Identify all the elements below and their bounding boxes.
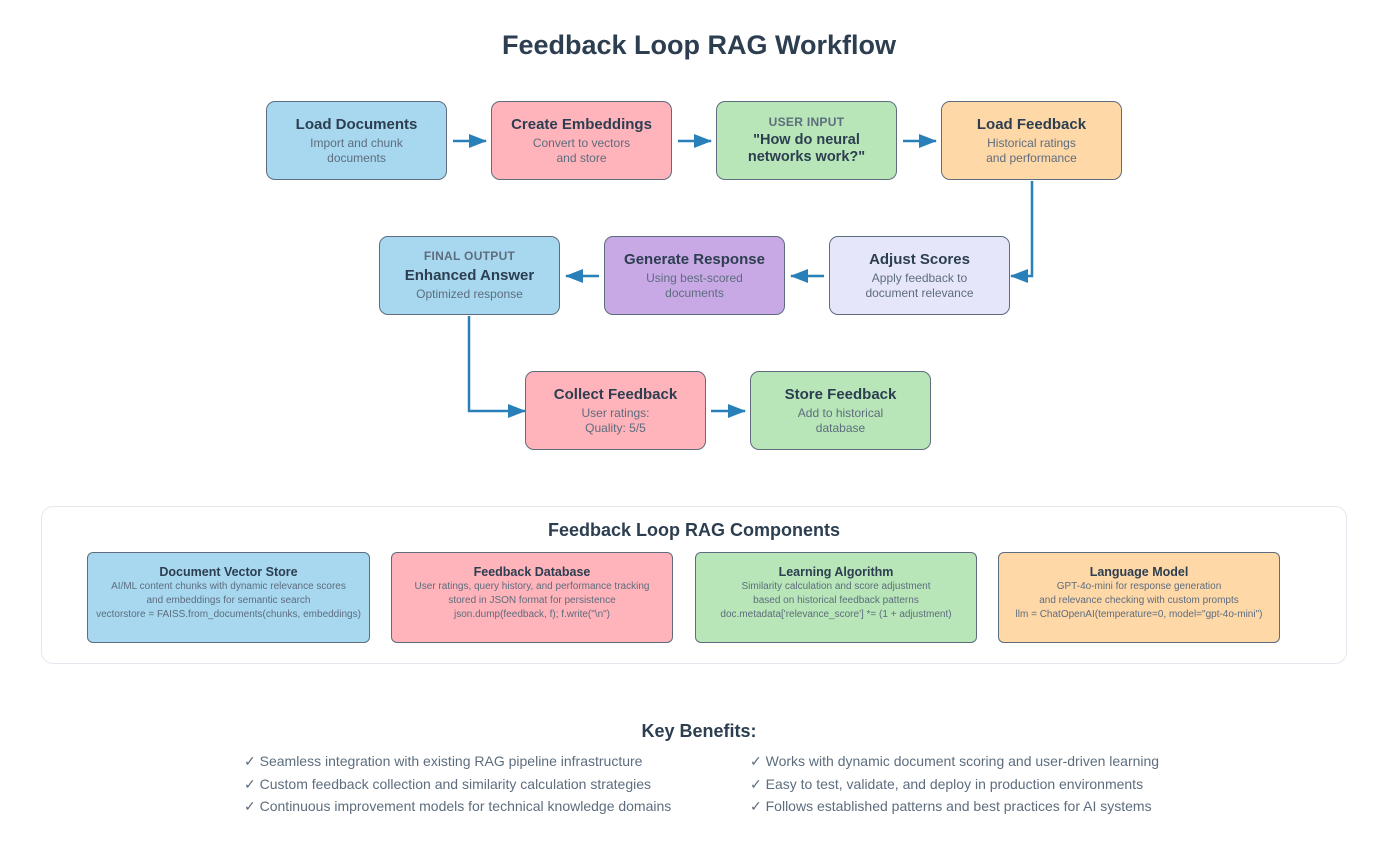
component-code: llm = ChatOpenAI(temperature=0, model="g… [1015, 609, 1263, 620]
node-title: Load Feedback [976, 116, 1087, 133]
node-kicker: USER INPUT [768, 115, 845, 129]
node-final-output: FINAL OUTPUT Enhanced Answer Optimized r… [379, 236, 560, 315]
benefits-title: Key Benefits: [641, 721, 757, 741]
page-title: Feedback Loop RAG Workflow [501, 30, 897, 60]
node-title: Create Embeddings [511, 116, 652, 133]
component-document-vector-store: Document Vector Store AI/ML content chun… [87, 552, 370, 643]
component-feedback-database: Feedback Database User ratings, query hi… [391, 552, 673, 643]
component-line: and embeddings for semantic search [146, 595, 311, 606]
component-line: based on historical feedback patterns [753, 595, 919, 606]
component-line: Similarity calculation and score adjustm… [741, 581, 931, 592]
node-title: Store Feedback [784, 386, 897, 403]
node-desc: Optimized response [416, 287, 523, 301]
benefits-right-column: ✓ Works with dynamic document scoring an… [750, 750, 1159, 818]
arrow-output-to-collect [467, 316, 526, 418]
benefit-item: ✓ Custom feedback collection and similar… [244, 775, 652, 792]
components-panel: Feedback Loop RAG Components Document Ve… [41, 506, 1347, 664]
benefit-item: ✓ Continuous improvement models for tech… [244, 798, 672, 814]
node-kicker: FINAL OUTPUT [423, 249, 516, 263]
component-line: AI/ML content chunks with dynamic releva… [111, 581, 346, 592]
benefit-item: ✓ Easy to test, validate, and deploy in … [750, 775, 1144, 792]
component-line: GPT-4o-mini for response generation [1056, 581, 1222, 592]
benefit-item: ✓ Works with dynamic document scoring an… [750, 753, 1160, 769]
node-title: Enhanced Answer [404, 267, 535, 284]
components-title: Feedback Loop RAG Components [547, 520, 841, 540]
component-code: vectorstore = FAISS.from_documents(chunk… [96, 609, 361, 620]
component-code: doc.metadata['relevance_score'] *= (1 + … [720, 609, 952, 620]
benefit-item: ✓ Follows established patterns and best … [750, 798, 1152, 814]
component-title: Language Model [1089, 565, 1189, 579]
arrow-feedback-to-adjust [1010, 181, 1034, 283]
node-title: Collect Feedback [553, 386, 678, 403]
benefit-item: ✓ Seamless integration with existing RAG… [244, 753, 643, 769]
component-line: User ratings, query history, and perform… [414, 581, 650, 592]
component-language-model: Language Model GPT-4o-mini for response … [998, 552, 1280, 643]
node-title: Generate Response [624, 251, 765, 268]
component-title: Learning Algorithm [778, 565, 894, 579]
node-title: Load Documents [295, 116, 418, 133]
node-title: Adjust Scores [869, 251, 970, 268]
benefits-left-column: ✓ Seamless integration with existing RAG… [244, 750, 671, 818]
component-title: Document Vector Store [159, 565, 298, 579]
component-learning-algorithm: Learning Algorithm Similarity calculatio… [695, 552, 977, 643]
component-line: stored in JSON format for persistence [448, 595, 616, 606]
node-desc: User ratings:Quality: 5/5 [581, 406, 650, 435]
component-line: and relevance checking with custom promp… [1039, 595, 1239, 606]
component-code: json.dump(feedback, f); f.write("\n") [453, 609, 611, 620]
component-title: Feedback Database [473, 565, 591, 579]
node-collect-feedback: Collect Feedback User ratings:Quality: 5… [525, 371, 706, 450]
